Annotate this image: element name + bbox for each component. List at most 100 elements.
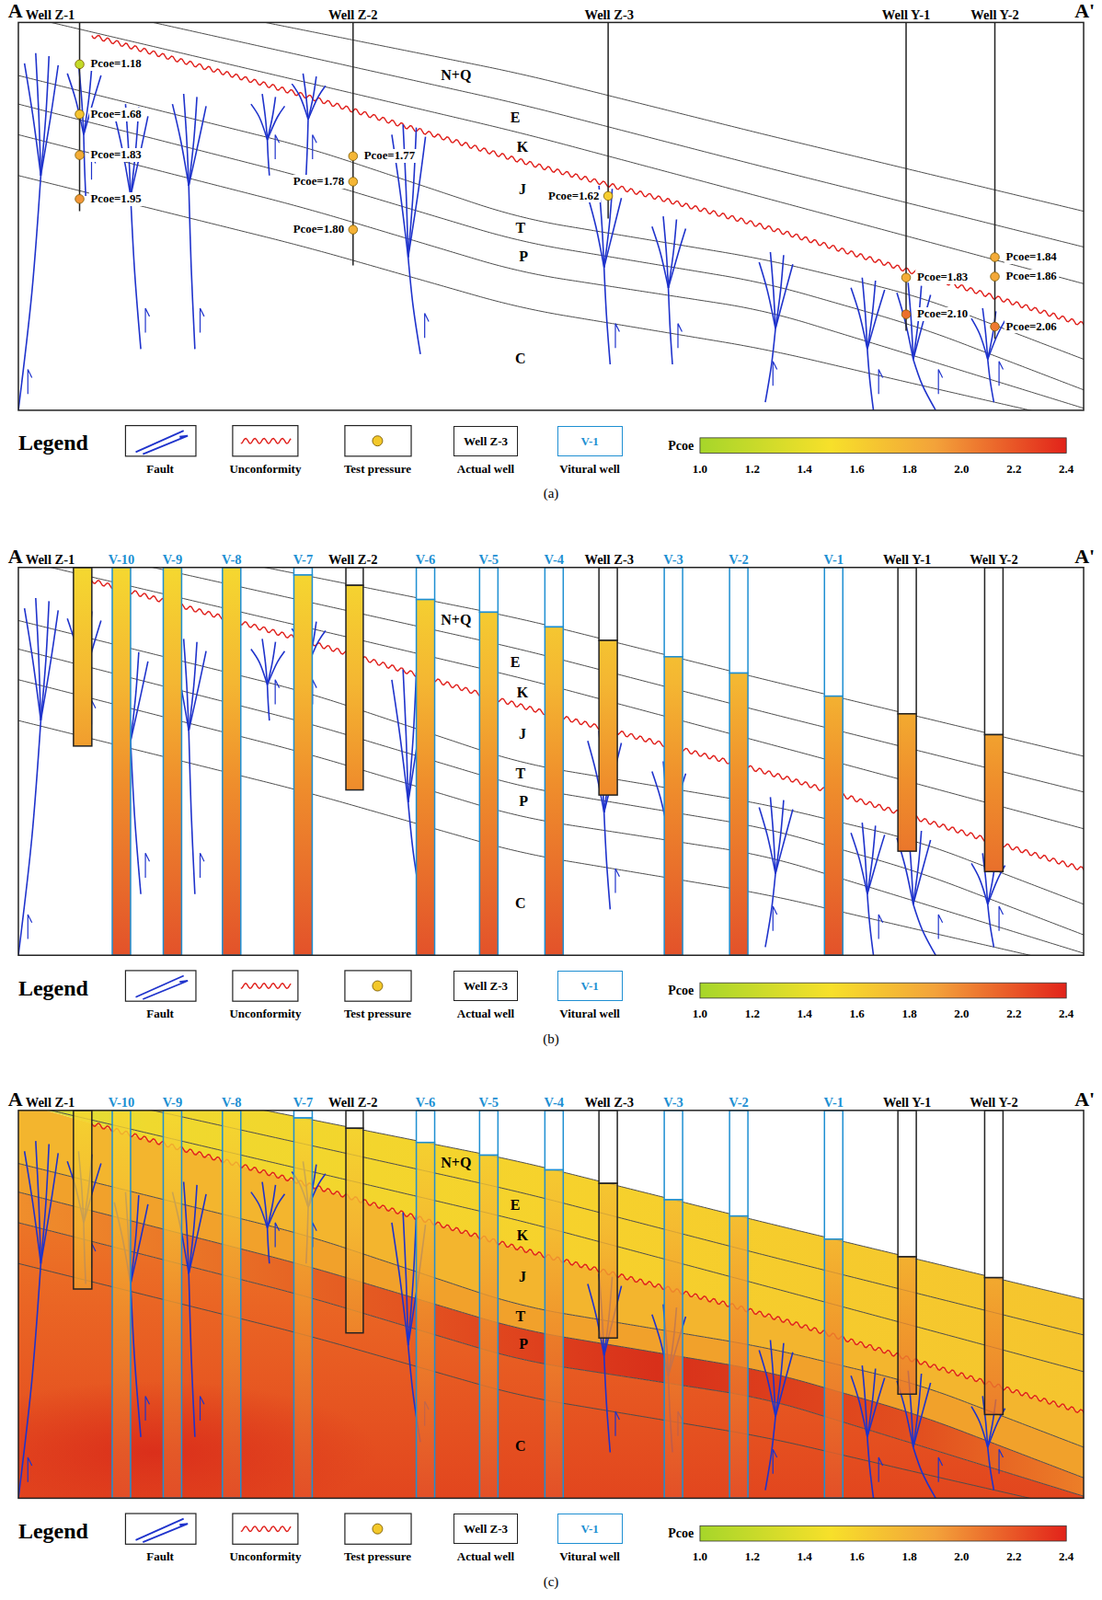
fault-arrow [938, 1457, 942, 1482]
fault-line [262, 638, 268, 685]
colorbar [700, 437, 1067, 454]
fault-arrow [938, 914, 942, 940]
well-sample-text: Well Z-3 [463, 435, 508, 448]
legend-title: Legend [18, 431, 89, 454]
virtual-well-bar [293, 574, 312, 955]
fault-line [308, 76, 317, 120]
test-pressure-dot [990, 252, 1000, 263]
section-end-label: A [8, 0, 23, 22]
fault-line [188, 105, 207, 186]
fault-line [668, 287, 673, 365]
fault-line [913, 358, 936, 410]
test-pressure-dot [990, 272, 1000, 282]
fault-line [130, 1204, 149, 1285]
fault-arrow [878, 369, 883, 395]
fault-line [308, 85, 326, 120]
fault-arrow [677, 323, 682, 349]
fault-arrow [938, 369, 942, 395]
fault-line [267, 96, 276, 140]
virtual-well-name: V-1 [824, 552, 844, 567]
fault-line [668, 218, 678, 287]
well-name: Well Y-1 [883, 1095, 932, 1110]
well-name: Well Z-2 [328, 1095, 379, 1110]
well-cap [544, 1110, 563, 1171]
well-cap [897, 1110, 917, 1257]
virtual-well-name: V-3 [663, 1095, 683, 1110]
well-cap [598, 567, 618, 641]
colorbar-tick: 1.8 [901, 1007, 917, 1020]
colorbar-tick: 1.6 [849, 1549, 864, 1562]
fault-arrow [878, 1457, 883, 1482]
fault-arrow [145, 852, 150, 878]
fault-line [130, 195, 141, 349]
virtual-well-sample: V-1 [557, 1513, 623, 1544]
fault-line [188, 1184, 197, 1275]
virtual-well-bar [544, 1170, 563, 1499]
unconformity-symbol [241, 983, 291, 988]
fault-line [40, 600, 49, 721]
fault-arrow [275, 1222, 279, 1248]
virtual-well-name: V-9 [162, 1095, 183, 1110]
horizon-line [18, 22, 1084, 212]
fault-line [188, 730, 196, 894]
stratum-label: N+Q [440, 1155, 471, 1171]
test-pressure-dot [75, 195, 85, 205]
panel-frame [18, 567, 1084, 956]
well-name: Well Y-2 [969, 552, 1019, 567]
fault-line [867, 348, 874, 411]
cross-section-panel [0, 1060, 1087, 1545]
test-pressure-dot [348, 225, 358, 235]
fault-line [867, 825, 876, 894]
fault-line [402, 1212, 409, 1345]
well-sample-text: V-1 [581, 979, 599, 992]
well-cap [664, 1110, 683, 1200]
stratum-label: E [510, 654, 521, 670]
virtual-well-bar [162, 567, 182, 956]
well-line [994, 22, 997, 339]
panel-content [18, 567, 1084, 956]
stratum-label: N+Q [440, 68, 471, 83]
colorbar-tick: 2.2 [1006, 462, 1022, 475]
well-line [607, 22, 609, 219]
fault-line [913, 904, 936, 955]
well-cap [729, 567, 748, 674]
section-end-label: A' [1074, 546, 1095, 567]
colorbar-tick: 1.6 [849, 462, 864, 475]
virtual-well-name: V-6 [415, 552, 436, 567]
fault-line [67, 73, 84, 136]
fault-arrow [615, 868, 620, 894]
fault-arrow [998, 1448, 1003, 1474]
colorbar-tick: 1.2 [745, 1549, 760, 1562]
well-name: Well Z-3 [584, 1095, 634, 1110]
fault-line [765, 873, 776, 948]
colorbar [700, 1525, 1067, 1541]
fault-arrow [312, 1222, 317, 1248]
fault-arrow [200, 308, 205, 333]
fault-line [987, 904, 995, 948]
pressure-value: Pcoe=1.62 [546, 189, 601, 204]
fault-arrow [275, 134, 279, 160]
virtual-well-bar [479, 1155, 498, 1499]
legend-label: Fault [146, 1549, 174, 1562]
fault-line [267, 651, 286, 686]
well-cap [824, 567, 843, 697]
colorbar-tick: 1.8 [901, 1549, 917, 1562]
fault-line [267, 139, 270, 176]
fault-line [188, 1193, 207, 1275]
well-cap [345, 1110, 364, 1128]
well-sample-text: V-1 [581, 1522, 599, 1535]
fault-line [267, 1227, 270, 1263]
colorbar-tick: 2.2 [1006, 1007, 1022, 1020]
fault-line [40, 65, 58, 176]
colorbar-tick: 1.4 [797, 462, 813, 475]
fault-line [130, 1194, 139, 1285]
actual-well-bar [345, 1127, 364, 1332]
legend-label: Test pressure [344, 1007, 412, 1020]
virtual-well-name: V-1 [824, 1095, 844, 1110]
panel-content [18, 22, 1084, 411]
fault-line [18, 1262, 41, 1498]
stratum-label: T [515, 766, 526, 781]
fault-line [83, 66, 92, 135]
legend-title: Legend [18, 976, 89, 999]
colorbar-tick: 1.0 [692, 1549, 708, 1562]
